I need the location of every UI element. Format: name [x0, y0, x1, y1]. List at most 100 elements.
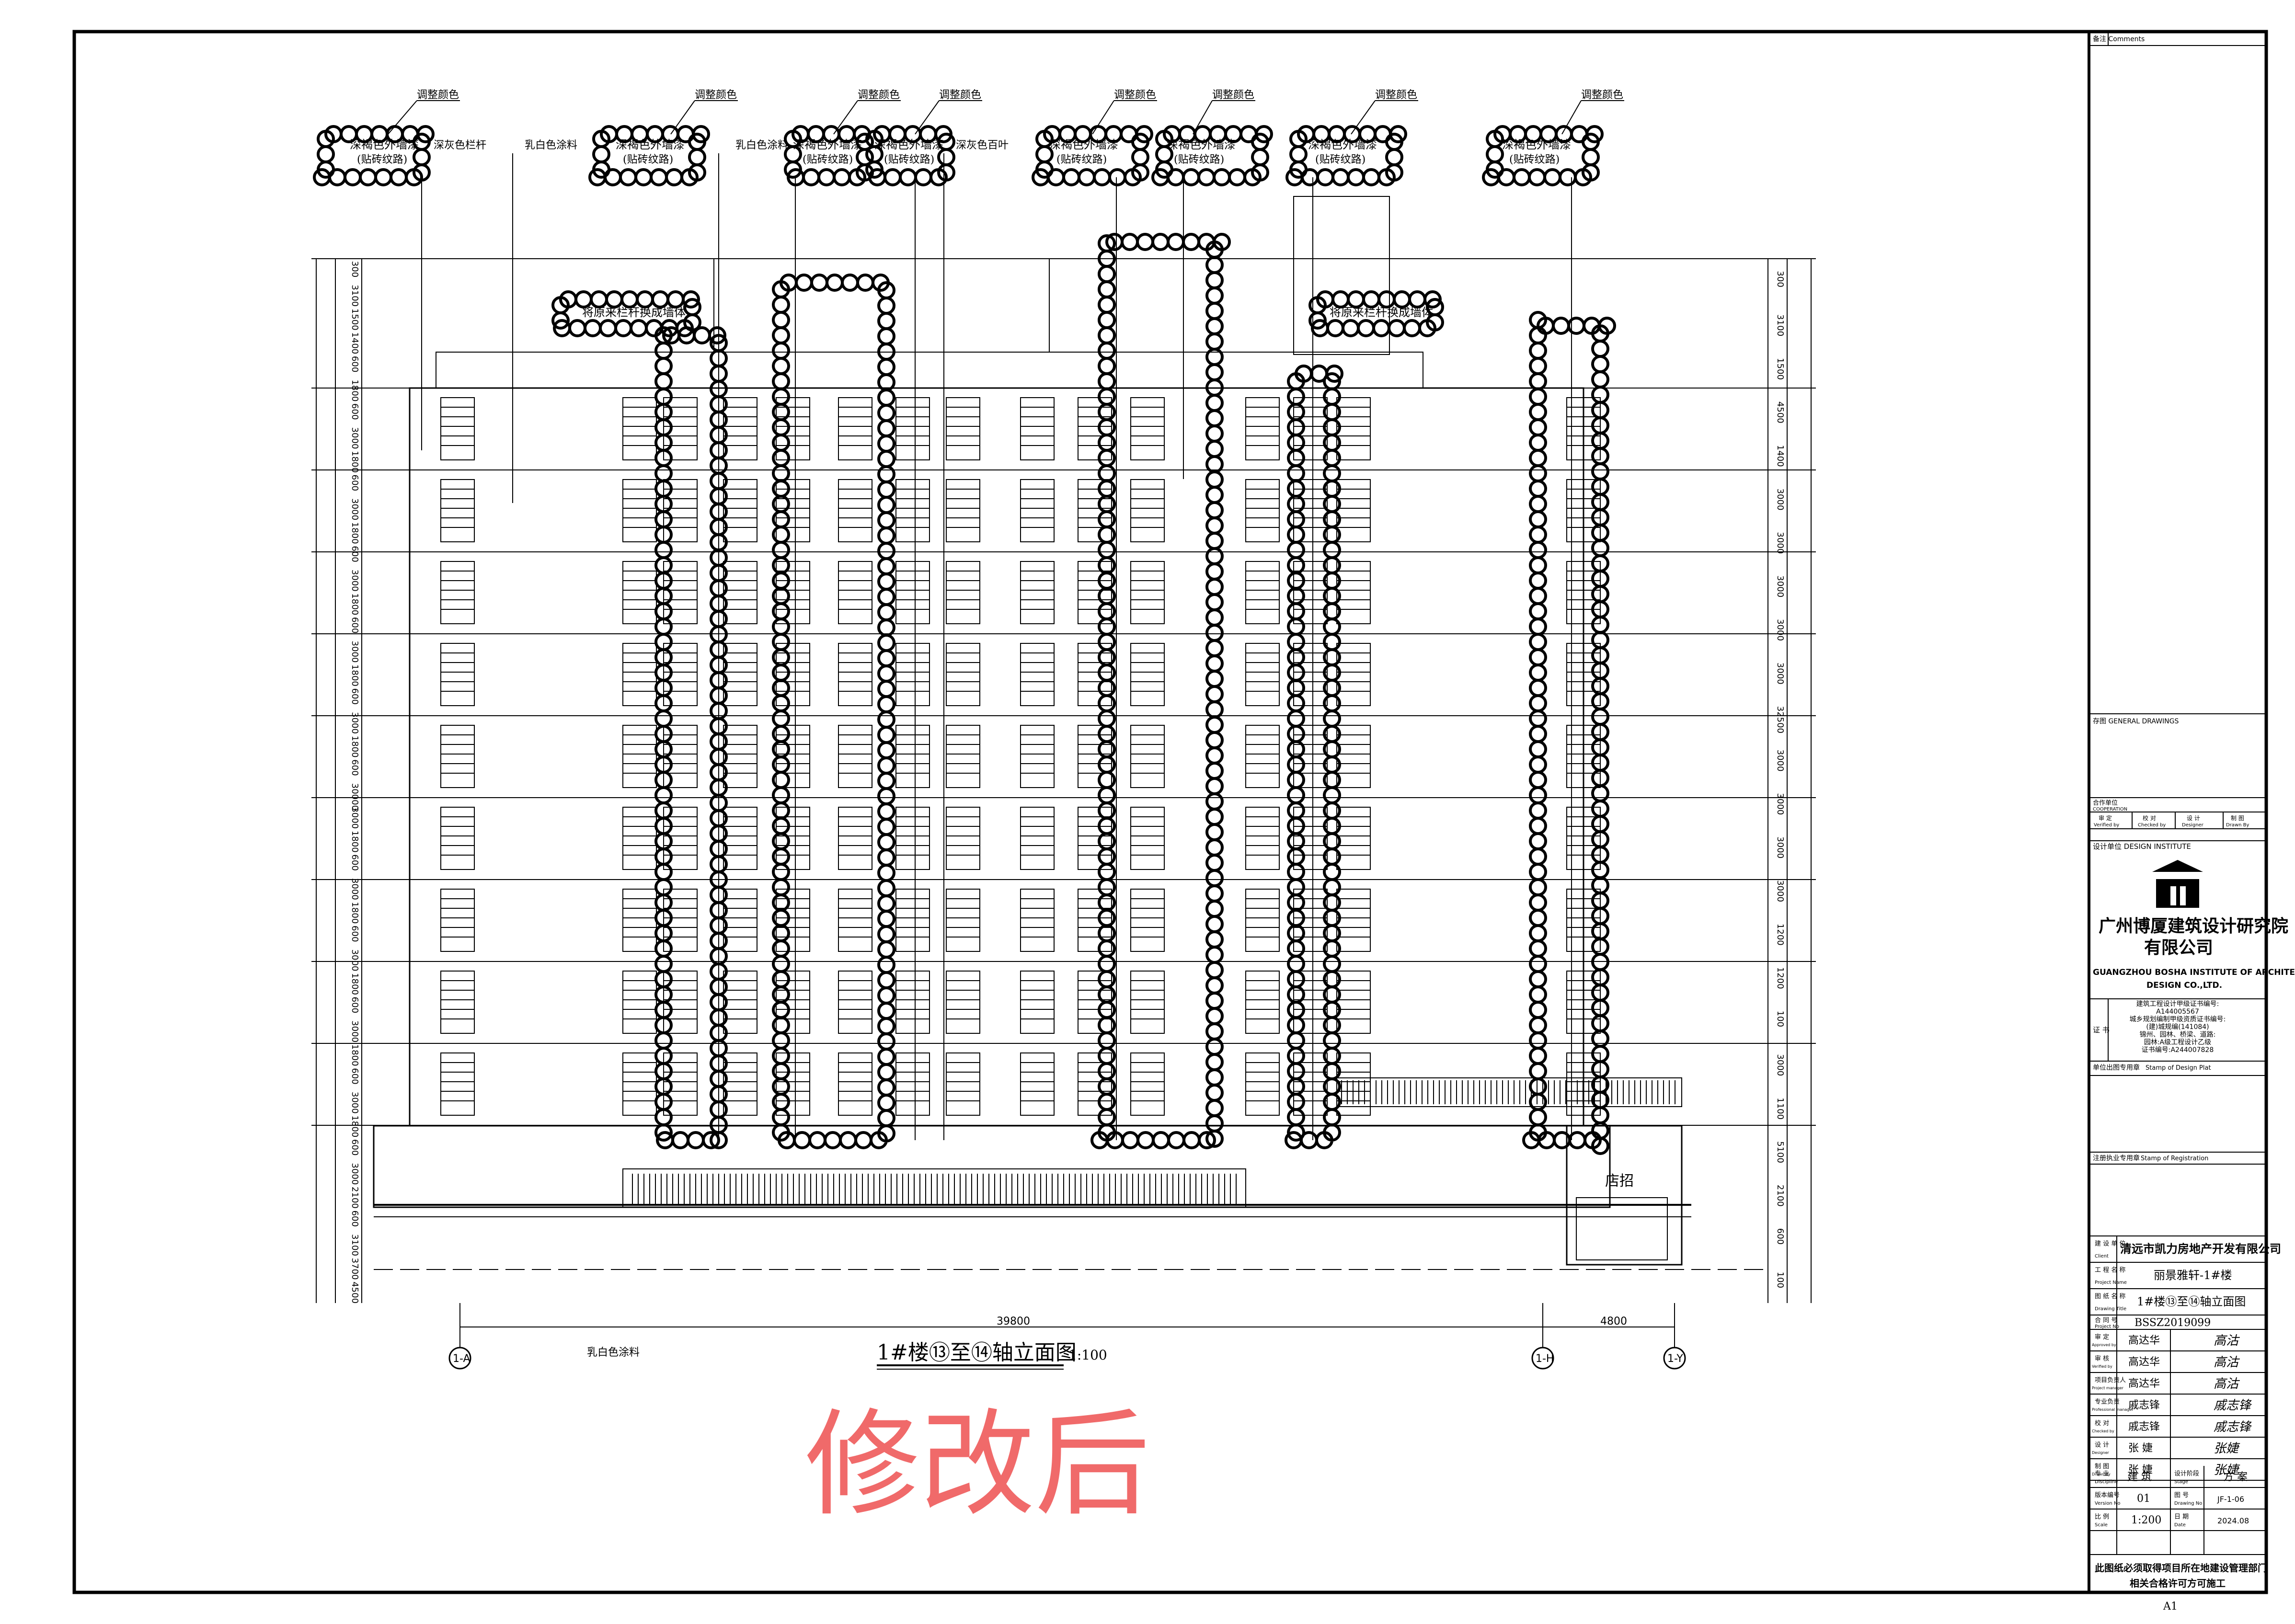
- tb-sign-col-en-3: Drawn By: [2226, 823, 2249, 828]
- drawing-title: 1#楼⑬至⑭轴立面图: [877, 1340, 1077, 1365]
- window-c11-f6: [1245, 889, 1280, 952]
- dim-right-8: 3000: [1775, 619, 1785, 641]
- dim-right-16: 1200: [1775, 967, 1785, 989]
- tb-sign-col-en-0: Verified by: [2094, 823, 2119, 828]
- dim-left-7: 3000: [350, 427, 360, 449]
- window-c9-f3: [1078, 643, 1112, 706]
- annotations: 调整颜色 深褐色外墙漆 (贴砖纹路) 深灰色栏杆 乳白色涂料 调整颜色 深褐色外…: [350, 89, 1634, 1359]
- tb-sign-col-1: 校 对: [2143, 814, 2156, 822]
- window-c0-f2: [440, 561, 475, 624]
- window-c9-f6: [1078, 889, 1112, 952]
- window-c3-f7: [723, 971, 757, 1034]
- revised-stamp: 修改后: [805, 1397, 1150, 1532]
- tb-date-label-en: Date: [2174, 1522, 2186, 1528]
- window-c5-f7: [838, 971, 872, 1034]
- dim-left-6: 600: [350, 403, 360, 420]
- tb-person-role-en-6: Drawn By: [2092, 1472, 2111, 1476]
- window-c8-f4: [1020, 725, 1055, 788]
- note-tile-7: (贴砖纹路): [1315, 154, 1366, 166]
- dim-left-23: 3000: [350, 807, 360, 829]
- note-cloud-7: [1482, 125, 1604, 186]
- leader-7-v: [1561, 100, 1582, 135]
- tb-stamp-design-en: Stamp of Design Plat: [2146, 1064, 2211, 1072]
- dim-left-42: 3700: [350, 1258, 360, 1280]
- dim-left-8: 1800: [350, 451, 360, 473]
- window-c8-f8: [1020, 1052, 1055, 1116]
- tb-discipline-label: 专 业: [2095, 1470, 2109, 1477]
- window-c6-f2: [895, 561, 930, 624]
- note-adjust-color-5: 调整颜色: [1114, 89, 1156, 101]
- tb-stamp-design-label: 单位出图专用章: [2093, 1064, 2140, 1072]
- tb-person-name-0: 高达华: [2128, 1335, 2160, 1347]
- leader-6-v: [1351, 100, 1376, 135]
- window-c9-f2: [1078, 561, 1112, 624]
- tb-client-label-en: Client: [2095, 1254, 2109, 1259]
- dim-bottom-total: 39800: [997, 1315, 1030, 1327]
- window-c6-f8: [895, 1052, 930, 1116]
- revision-cloud-4: [1285, 365, 1344, 1149]
- dim-right-9: 3000: [1775, 663, 1785, 685]
- dim-right-15: 1200: [1775, 924, 1785, 946]
- window-c5-f6: [838, 889, 872, 952]
- tb-sign-col-0: 审 定: [2099, 814, 2112, 822]
- leader-0-v: [388, 100, 417, 135]
- window-c4-f0: [776, 397, 810, 460]
- window-c10-f2: [1130, 561, 1165, 624]
- tb-comments-label: 备注 Comments: [2093, 35, 2145, 43]
- dim-left-15: 600: [350, 617, 360, 633]
- note-adjust-color-2: 调整颜色: [695, 89, 737, 101]
- dim-right-5: 3000: [1775, 489, 1785, 511]
- window-c5-f0: [838, 397, 872, 460]
- window-c6-f5: [895, 807, 930, 870]
- dim-right-2: 1500: [1775, 358, 1785, 380]
- dim-right-17: 100: [1775, 1011, 1785, 1027]
- dim-left-39: 2100: [350, 1187, 360, 1209]
- window-c10-f3: [1130, 643, 1165, 706]
- note-dark-brown-1: 深褐色外墙漆: [350, 138, 419, 151]
- note-dark-brown-7: 深褐色外墙漆: [1308, 138, 1377, 151]
- tb-person-role-en-0: Approved by: [2092, 1343, 2116, 1347]
- tb-cert-line-1: A144005567: [2156, 1008, 2199, 1016]
- tb-stamp-reg-en: Stamp of Registration: [2141, 1155, 2208, 1162]
- dim-left-25: 600: [350, 854, 360, 870]
- tb-cooperation-en: COOPERATION: [2093, 807, 2127, 812]
- window-c11-f8: [1245, 1052, 1280, 1116]
- window-c1-f7: [622, 971, 657, 1034]
- dim-left-35: 3000: [350, 1092, 360, 1114]
- tb-person-role-0: 审 定: [2095, 1334, 2109, 1341]
- window-c6-f3: [895, 643, 930, 706]
- dim-left-18: 600: [350, 688, 360, 705]
- note-dark-brown-5: 深褐色外墙漆: [1049, 138, 1118, 151]
- note-dark-brown-8: 深褐色外墙漆: [1502, 138, 1571, 151]
- tb-sign-col-en-2: Designer: [2182, 823, 2204, 828]
- drawing-border: [72, 30, 2268, 1594]
- axis-label-1-Y: 1-Y: [1667, 1353, 1683, 1365]
- window-c8-f5: [1020, 807, 1055, 870]
- window-c5-f4: [838, 725, 872, 788]
- dim-right-18: 3000: [1775, 1054, 1785, 1076]
- leader-3-v: [915, 100, 940, 135]
- window-c5-f5: [838, 807, 872, 870]
- leader-5-v: [1193, 100, 1213, 135]
- dimension-labels-right: 3003100150045001400300030003000300030003…: [1775, 271, 1785, 1288]
- tb-person-signature-6: 张婕: [2214, 1463, 2240, 1477]
- tb-sign-col-2: 设 计: [2187, 815, 2200, 822]
- tb-person-role-en-3: Professional manager: [2092, 1407, 2134, 1412]
- dim-left-40: 600: [350, 1211, 360, 1227]
- tb-design-institute-label: 设计单位 DESIGN INSTITUTE: [2093, 842, 2191, 851]
- window-c5-f1: [838, 479, 872, 542]
- window-c10-f7: [1130, 971, 1165, 1034]
- window-c13-f6: [1336, 889, 1371, 952]
- window-c10-f6: [1130, 889, 1165, 952]
- tb-person-role-6: 制 图: [2095, 1463, 2109, 1470]
- drawing-scale: 1:100: [1068, 1347, 1107, 1363]
- dim-right-3: 4500: [1775, 401, 1785, 423]
- tb-scale-label-en: Scale: [2095, 1522, 2108, 1528]
- dim-left-19: 3000: [350, 712, 360, 734]
- window-c2-f8: [663, 1052, 698, 1116]
- axis-label-1-A: 1-A: [453, 1353, 470, 1365]
- note-cloud-9: [1308, 290, 1445, 337]
- window-c8-f7: [1020, 971, 1055, 1034]
- window-c3-f1: [723, 479, 757, 542]
- window-c14-f3: [1566, 643, 1601, 706]
